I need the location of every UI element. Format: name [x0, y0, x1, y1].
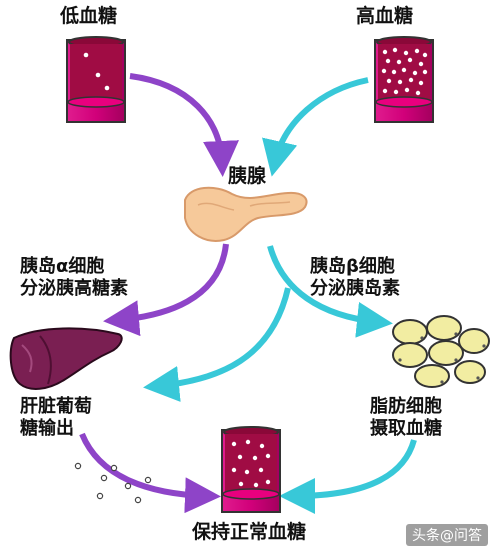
- fat-to-normal-arrow: [279, 439, 417, 514]
- fat-cells-icon: [392, 315, 490, 388]
- normal-sugar-vessel-icon: [221, 426, 281, 513]
- beta-cell-label-line1: 胰岛β细胞: [310, 256, 395, 277]
- pancreas-icon: [184, 186, 308, 242]
- high-sugar-label: 高血糖: [356, 5, 414, 27]
- high-to-pancreas-arrow: [262, 77, 369, 177]
- liver-label-line1: 肝脏葡萄: [20, 396, 92, 417]
- liver-to-normal-arrow: [79, 432, 221, 514]
- liver-icon: [9, 327, 123, 390]
- watermark: 头条@问答: [406, 524, 488, 546]
- low-to-pancreas-arrow: [129, 73, 239, 177]
- insulin-to-liver-arrow: [143, 287, 291, 402]
- alpha-cell-label-line2: 分泌胰高糖素: [20, 278, 128, 299]
- normal-sugar-label: 保持正常血糖: [192, 521, 307, 543]
- glucose-dots-icon: [74, 462, 152, 504]
- pancreas-to-fat-arrow: [267, 245, 393, 338]
- pancreas-to-liver-arrow: [103, 243, 229, 337]
- fat-cell-label-line1: 脂肪细胞: [370, 396, 442, 417]
- high-sugar-vessel-icon: [374, 36, 434, 123]
- beta-cell-label-line2: 分泌胰岛素: [310, 278, 400, 299]
- low-sugar-vessel-icon: [66, 36, 126, 123]
- alpha-cell-label-line1: 胰岛α细胞: [20, 256, 105, 277]
- low-sugar-label: 低血糖: [60, 5, 118, 27]
- fat-cell-label-line2: 摄取血糖: [370, 418, 442, 439]
- liver-label-line2: 糖输出: [20, 418, 74, 439]
- pancreas-label: 胰腺: [228, 165, 267, 187]
